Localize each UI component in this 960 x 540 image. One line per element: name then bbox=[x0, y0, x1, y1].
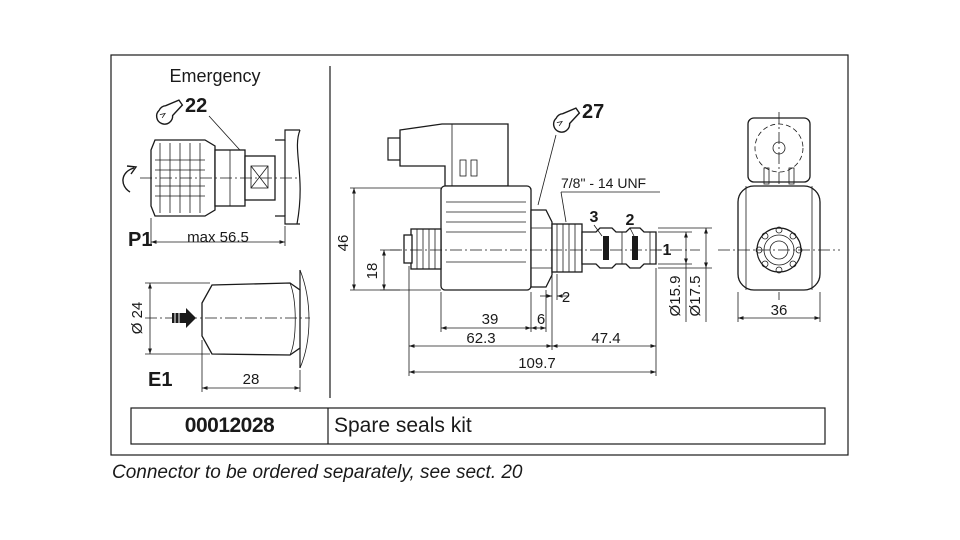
connector bbox=[399, 123, 509, 187]
dim-28: 28 bbox=[243, 371, 260, 388]
footnote: Connector to be ordered separately, see … bbox=[112, 462, 523, 483]
dim-18: 18 bbox=[364, 263, 381, 280]
hex-nut bbox=[530, 209, 553, 288]
port-1: 1 bbox=[663, 242, 672, 259]
variant-p1-label: P1 bbox=[128, 229, 152, 251]
dim-46: 46 bbox=[335, 235, 352, 252]
cartridge bbox=[581, 227, 657, 269]
variant-e1-label: E1 bbox=[148, 369, 172, 391]
dim-dia-17-5: Ø17.5 bbox=[687, 276, 704, 317]
drawing-frame bbox=[110, 54, 849, 456]
port-3: 3 bbox=[590, 209, 599, 226]
thread-spec: 7/8" - 14 UNF bbox=[561, 175, 646, 191]
dim-dia-24: Ø 24 bbox=[129, 302, 146, 335]
part-code: 00012028 bbox=[184, 414, 275, 437]
push-arrow-icon bbox=[172, 308, 196, 328]
valve-end-view: 36 bbox=[718, 112, 840, 322]
e1-pushbutton-view: Ø 24 E1 28 bbox=[129, 269, 310, 392]
dim-2: 2 bbox=[562, 289, 570, 306]
spare-parts-table bbox=[130, 407, 826, 445]
valve-side-view: 27 7/8" - 14 UNF 3 2 1 46 18 2 bbox=[335, 101, 712, 376]
part-description: Spare seals kit bbox=[334, 414, 472, 437]
wrench-icon bbox=[552, 107, 581, 133]
dim-62-3: 62.3 bbox=[466, 330, 495, 347]
wrench-size-22: 22 bbox=[185, 95, 207, 117]
wrench-icon bbox=[155, 99, 184, 125]
wrench-size-27: 27 bbox=[582, 101, 604, 123]
port-2: 2 bbox=[626, 212, 635, 229]
coil-end bbox=[737, 185, 821, 291]
dim-max-56-5: max 56.5 bbox=[187, 229, 249, 246]
dim-109-7: 109.7 bbox=[518, 355, 556, 372]
rotation-arrow-icon bbox=[122, 165, 138, 193]
dim-36: 36 bbox=[771, 302, 788, 319]
emergency-label: Emergency bbox=[169, 66, 260, 86]
dim-39: 39 bbox=[482, 311, 499, 328]
dim-dia-15-9: Ø15.9 bbox=[667, 276, 684, 317]
p1-emergency-view: Emergency 22 bbox=[122, 66, 301, 251]
push-button bbox=[201, 282, 301, 356]
dim-6: 6 bbox=[537, 311, 545, 328]
dim-47-4: 47.4 bbox=[591, 330, 620, 347]
leader-27 bbox=[537, 134, 557, 206]
